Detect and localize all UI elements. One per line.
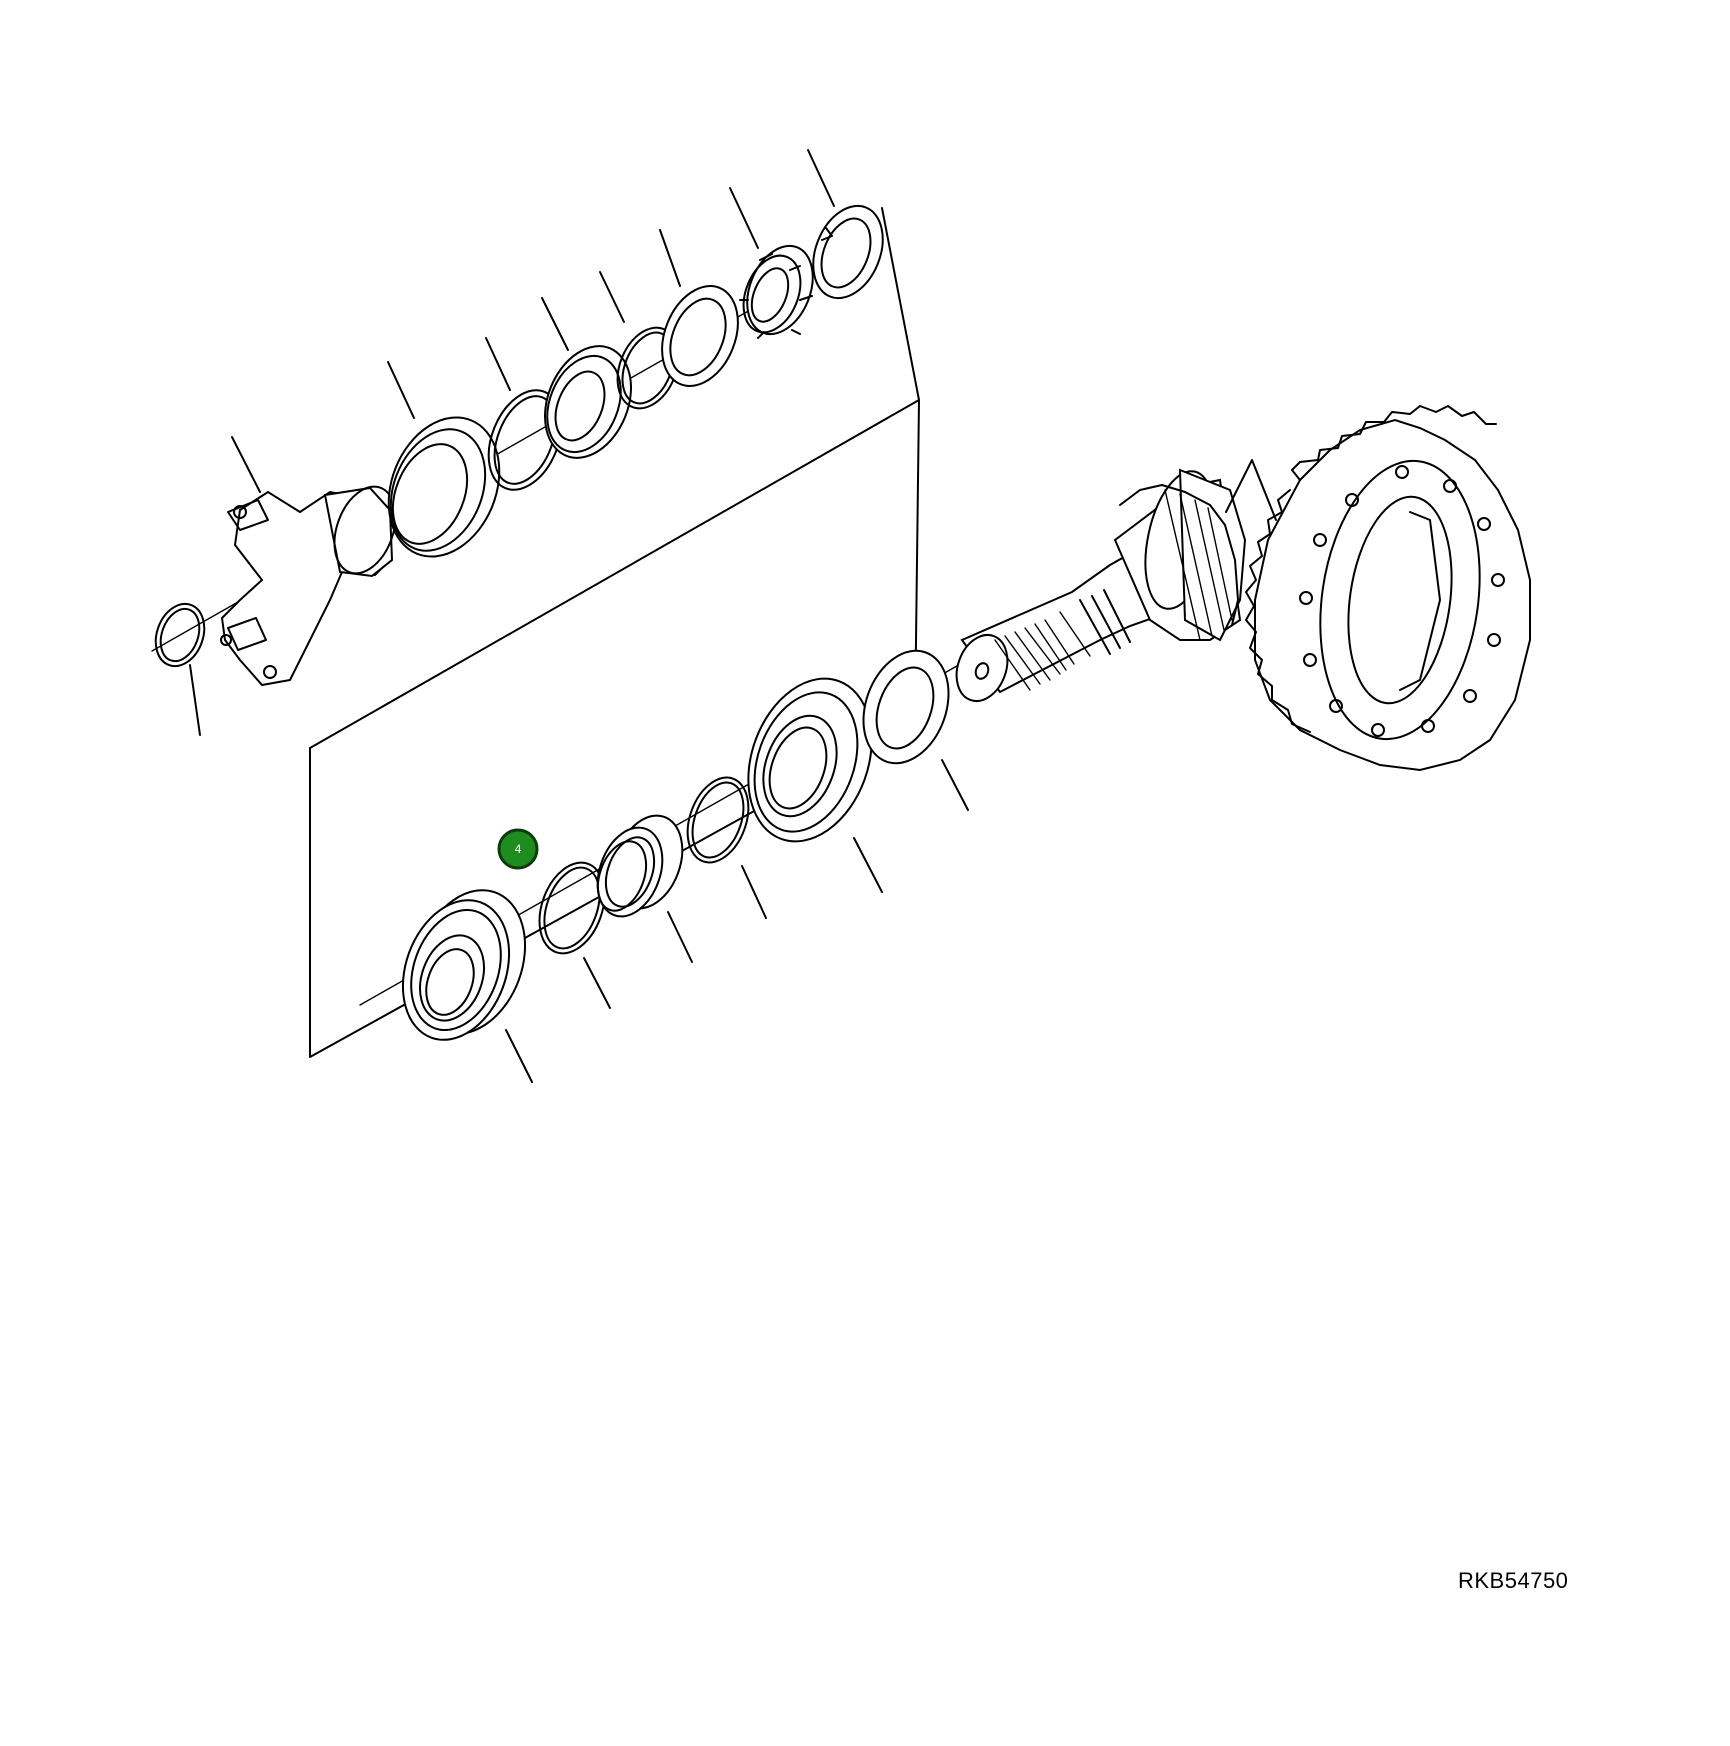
lock-washer	[812, 204, 884, 300]
spacer-sleeve	[596, 814, 684, 918]
ring-gear	[1245, 405, 1531, 772]
callout-label: 4	[515, 842, 522, 856]
callout-marker	[497, 828, 539, 870]
drawing-reference-number: RKB54750	[1458, 1568, 1569, 1593]
snap-ring	[154, 602, 206, 668]
bearing-lower-right	[747, 677, 873, 843]
leader-lines	[189, 149, 1277, 1083]
o-ring-upper	[487, 389, 563, 491]
washer-upper	[661, 285, 739, 387]
bearing-cup-upper	[544, 345, 632, 459]
slotted-nut	[739, 244, 814, 339]
shim-washer	[862, 649, 950, 765]
callout-4[interactable]: 4	[497, 828, 539, 870]
assembly-bracket-line	[309, 399, 920, 749]
drive-pinion-shaft	[955, 468, 1247, 702]
bearing-lower-left	[401, 889, 527, 1041]
oil-seal	[387, 416, 501, 558]
o-ring-lower	[538, 861, 606, 955]
yoke-flange	[220, 485, 397, 687]
thin-ring-lower	[686, 776, 750, 864]
assembly-bracket-line	[309, 207, 920, 1058]
